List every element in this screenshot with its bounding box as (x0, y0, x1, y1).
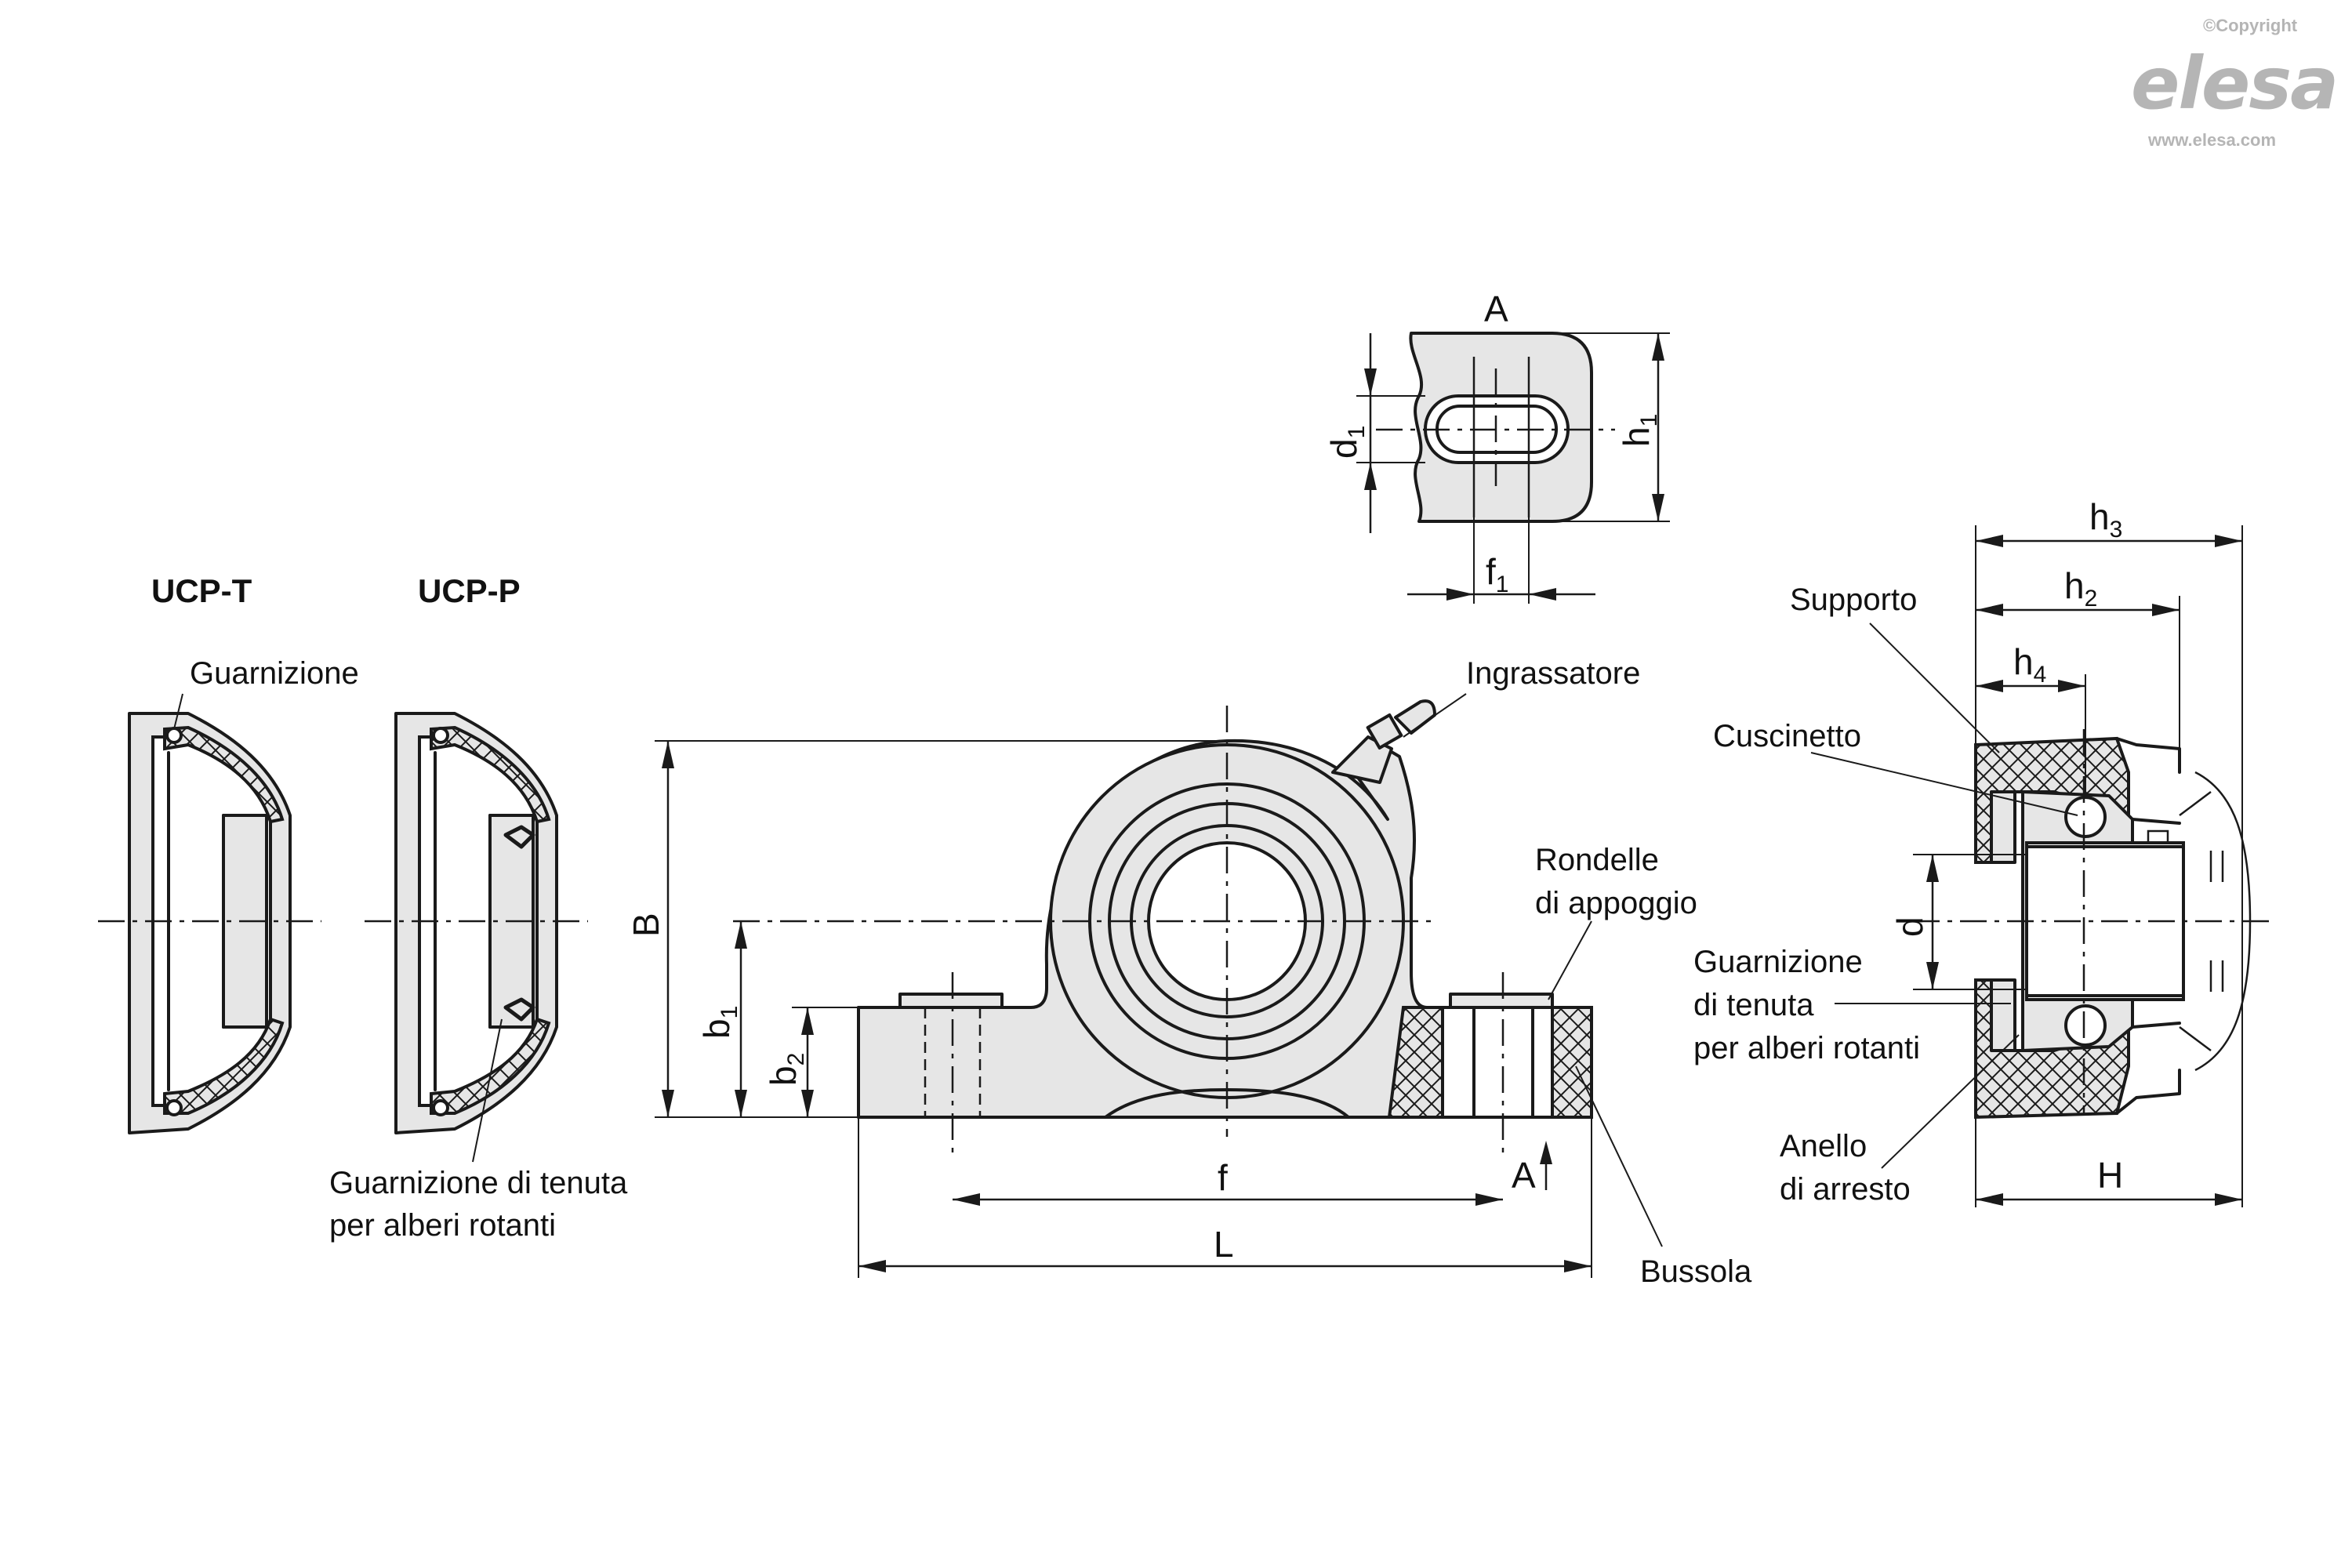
svg-text:h3: h3 (2089, 496, 2122, 543)
dim-h2: h2 (1976, 565, 2180, 749)
cover-ucp-p (365, 712, 588, 1134)
svg-text:A: A (1512, 1155, 1536, 1196)
dim-h-total: H (1975, 1117, 2242, 1207)
label-cuscinetto: Cuscinetto (1713, 719, 1861, 753)
svg-text:H: H (2097, 1155, 2123, 1196)
label-guarnizione-side-2: di tenuta (1693, 988, 1814, 1022)
svg-text:b2: b2 (763, 1053, 809, 1086)
svg-text:h4: h4 (2013, 641, 2046, 688)
svg-text:L: L (1214, 1224, 1234, 1265)
label-anello-2: di arresto (1780, 1172, 1911, 1207)
label-guarnizione-side-1: Guarnizione (1693, 945, 1863, 979)
dim-a-detail: A (1484, 289, 1508, 329)
title-ucp-p: UCP-P (418, 572, 521, 609)
title-ucp-t: UCP-T (151, 572, 252, 609)
copyright-text: ©Copyright (2203, 16, 2298, 35)
svg-text:f1: f1 (1486, 551, 1508, 597)
dim-l: L (858, 1117, 1592, 1278)
brand-logo: ©Copyright elesa www.elesa.com (2131, 16, 2339, 150)
slot-detail-view (1376, 332, 1615, 523)
svg-text:d1: d1 (1323, 426, 1370, 459)
pillow-block-front-view (733, 699, 1593, 1152)
view-a-arrow: A (1512, 1141, 1552, 1196)
dim-b1: b1 (696, 921, 747, 1117)
label-guarnizione-side-3: per alberi rotanti (1693, 1031, 1920, 1065)
dim-f1: f1 (1407, 517, 1595, 604)
label-guarnizione-tenuta-2: per alberi rotanti (329, 1208, 556, 1243)
svg-text:f: f (1218, 1157, 1228, 1198)
dim-b: B (626, 740, 1227, 1118)
label-guarnizione: Guarnizione (190, 656, 359, 691)
dim-d: d (1889, 854, 2027, 990)
label-rondelle-1: Rondelle (1535, 843, 1659, 877)
cover-ucp-t (98, 712, 321, 1134)
dim-d1: d1 (1323, 333, 1425, 533)
label-anello-1: Anello (1780, 1129, 1867, 1163)
logo-wordmark: elesa (2131, 42, 2337, 125)
dim-h1: h1 (1552, 332, 1670, 522)
side-section-view (1913, 729, 2270, 1120)
dim-f: f (953, 1157, 1503, 1206)
svg-text:b1: b1 (696, 1006, 742, 1039)
svg-text:h2: h2 (2064, 565, 2097, 612)
label-bussola: Bussola (1640, 1254, 1752, 1289)
svg-text:h1: h1 (1616, 414, 1662, 447)
svg-text:B: B (626, 913, 666, 937)
label-ingrassatore: Ingrassatore (1466, 656, 1640, 691)
dim-h3: h3 (1975, 496, 2243, 1207)
dim-h4: h4 (1976, 641, 2086, 796)
label-supporto: Supporto (1790, 583, 1917, 617)
label-guarnizione-tenuta-1: Guarnizione di tenuta (329, 1166, 628, 1200)
website-text: www.elesa.com (2147, 130, 2276, 150)
svg-text:d: d (1889, 916, 1930, 937)
dim-b2: b2 (763, 1007, 858, 1117)
label-rondelle-2: di appoggio (1535, 886, 1697, 920)
